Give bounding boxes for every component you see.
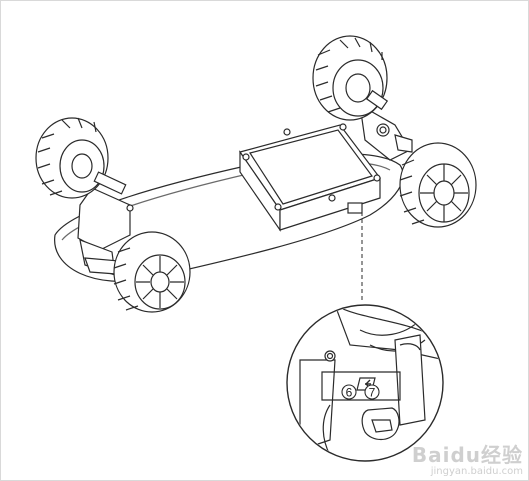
callout-7-label: 7 (369, 386, 376, 400)
rear-truck (359, 103, 413, 161)
callout-7-circle (364, 384, 380, 400)
callout-6-circle (341, 384, 357, 400)
wheel-front-bottom (113, 231, 191, 313)
watermark-url: jingyan.baidu.com (430, 466, 523, 477)
callout-6-label: 6 (346, 386, 353, 400)
battery-box (239, 123, 381, 232)
watermark-brand: Baidu经验 (411, 443, 523, 467)
axles (93, 89, 389, 195)
wheel-rear-top (312, 35, 388, 121)
detail-magnifier: 6 7 (286, 304, 444, 462)
wheel-front-top (35, 117, 109, 199)
wheel-rear-bottom (399, 142, 477, 228)
watermark: Baidu经验 jingyan.baidu.com (412, 439, 523, 477)
